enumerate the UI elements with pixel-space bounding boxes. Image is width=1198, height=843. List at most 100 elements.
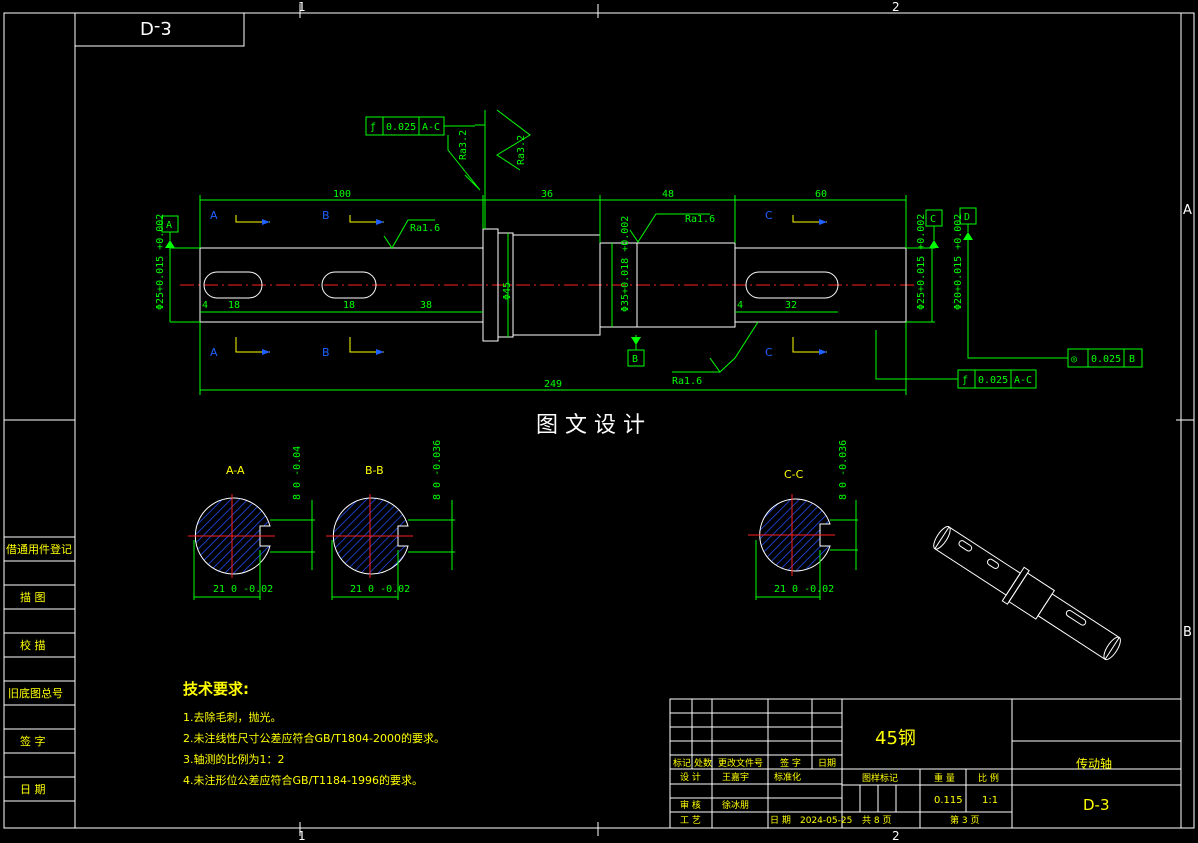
svg-text:B: B [322, 209, 330, 222]
sheet-no: 第 3 页 [950, 814, 979, 826]
zone-top-2: 2 [892, 0, 900, 14]
section-markers: A A B B C C [210, 209, 827, 359]
side-label: 校 描 [20, 638, 46, 652]
keyway-1 [203, 271, 263, 299]
zone-bottom-1: 1 [298, 829, 306, 843]
svg-text:签 字: 签 字 [780, 757, 801, 769]
svg-text:B: B [322, 346, 330, 359]
shaft-segment-left [199, 247, 484, 323]
side-label: 日 期 [20, 783, 46, 796]
svg-text:0.025: 0.025 [978, 375, 1008, 386]
svg-text:徐冰朋: 徐冰朋 [722, 799, 749, 811]
datum-c: C [930, 214, 936, 225]
svg-text:重 量: 重 量 [934, 772, 955, 784]
svg-text:日 期: 日 期 [770, 815, 791, 826]
svg-text:B-B: B-B [365, 464, 384, 477]
svg-text:2024-05-25: 2024-05-25 [800, 816, 852, 826]
tolerance-frame-right: ◎ 0.025 B [967, 330, 1143, 368]
ra16-bottom: Ra1.6 [672, 376, 702, 387]
svg-text:0.025: 0.025 [1091, 354, 1121, 365]
dim-36: 36 [541, 189, 553, 200]
section-b-b: B-B 8 0 -0.036 21 0 -0.02 [326, 440, 455, 600]
dim-100: 100 [333, 189, 351, 200]
svg-text:工 艺: 工 艺 [680, 815, 701, 826]
side-label: 借通用件登记 [6, 542, 72, 556]
side-label: 签 字 [20, 734, 46, 748]
svg-text:8 0 -0.04: 8 0 -0.04 [292, 446, 303, 500]
dimensions: 100 36 48 60 249 18 18 38 32 4 4 Φ25+0.0… [155, 110, 969, 395]
ra16-mid: Ra1.6 [685, 214, 715, 225]
keyway-3 [745, 271, 839, 299]
svg-text:◎: ◎ [1071, 354, 1077, 365]
svg-text:ƒ: ƒ [370, 122, 376, 133]
dim-dia25-left: Φ25+0.015 +0.002 [155, 214, 166, 310]
dim-32: 32 [785, 300, 797, 311]
dim-dia45: Φ45 [502, 282, 513, 300]
svg-text:B: B [1129, 354, 1135, 365]
tech-requirements: 技术要求: 1.去除毛刺，抛光。 2.未注线性尺寸公差应符合GB/T1804-2… [183, 680, 445, 787]
ra32-b: Ra3.2 [516, 135, 527, 165]
svg-text:标准化: 标准化 [774, 771, 801, 783]
zone-bottom-2: 2 [892, 829, 900, 843]
svg-text:8 0 -0.036: 8 0 -0.036 [432, 440, 443, 500]
roughness-symbols: Ra1.6 Ra1.6 Ra1.6 Ra3.2 Ra3.2 [383, 109, 759, 387]
center-title: 图 文 设 计 [536, 413, 645, 438]
dim-dia20: Φ20+0.015 +0.002 [953, 214, 964, 310]
side-label: 旧底图总号 [8, 686, 63, 700]
svg-text:C-C: C-C [784, 468, 804, 481]
svg-text:设 计: 设 计 [680, 771, 701, 783]
svg-text:A-C: A-C [1014, 375, 1032, 386]
weight-value: 0.115 [934, 795, 963, 806]
datum-b: B [632, 354, 638, 365]
ra32-a: Ra3.2 [458, 130, 469, 160]
tech-item: 3.轴测的比例为1：2 [183, 752, 285, 766]
mirrored-drawing-code: D-3 [140, 17, 172, 38]
svg-text:日期: 日期 [818, 758, 836, 769]
svg-text:21 0 -0.02: 21 0 -0.02 [350, 584, 410, 595]
datum-d: D [964, 212, 970, 223]
tolerance-frame-bottom: ƒ 0.025 A-C [875, 330, 1037, 389]
svg-text:A-A: A-A [226, 464, 245, 477]
dim-60: 60 [815, 189, 827, 200]
svg-text:C: C [765, 346, 773, 359]
shaft-main-view [180, 228, 915, 342]
dim-4a: 4 [202, 300, 208, 311]
sheets-total: 共 8 页 [862, 815, 891, 826]
svg-text:A-C: A-C [422, 122, 440, 133]
svg-text:王嘉宇: 王嘉宇 [722, 771, 749, 783]
isometric-shaft [933, 526, 1121, 661]
shaft-segment-right [734, 247, 907, 323]
dim-18b: 18 [343, 300, 355, 311]
section-a-a: A-A 8 0 -0.04 21 0 -0.02 [188, 446, 315, 600]
zone-right-b: B [1183, 625, 1192, 640]
title-block: 45钢 传动轴 D-3 标记 处数 更改文件号 签 字 日期 设 计 王嘉宇 标… [669, 698, 1182, 829]
svg-text:A: A [210, 209, 218, 222]
svg-text:C: C [765, 209, 773, 222]
dim-dia35: Φ35+0.018 +0.002 [620, 216, 631, 312]
dim-dia25-right: Φ25+0.015 +0.002 [916, 214, 927, 310]
svg-text:21 0 -0.02: 21 0 -0.02 [213, 584, 273, 595]
zone-right-a: A [1183, 203, 1192, 218]
side-label: 描 图 [20, 590, 46, 604]
svg-text:处数: 处数 [694, 757, 712, 769]
section-c-c: C-C 8 0 -0.036 21 0 -0.02 [748, 440, 858, 600]
datum-a: A [166, 220, 172, 231]
datum-markers: A B C D [161, 207, 977, 367]
svg-text:21 0 -0.02: 21 0 -0.02 [774, 584, 834, 595]
tech-item: 1.去除毛刺，抛光。 [183, 710, 282, 724]
tolerance-frame-top: ƒ 0.025 A-C [365, 116, 475, 136]
svg-text:图样标记: 图样标记 [862, 772, 898, 784]
svg-text:0.025: 0.025 [386, 122, 416, 133]
svg-text:8 0 -0.036: 8 0 -0.036 [838, 440, 849, 500]
keyway-2 [321, 271, 377, 299]
svg-text:ƒ: ƒ [962, 375, 968, 386]
dim-4b: 4 [737, 300, 743, 311]
tech-item: 2.未注线性尺寸公差应符合GB/T1804-2000的要求。 [183, 731, 445, 745]
ra16-left: Ra1.6 [410, 223, 440, 234]
svg-text:A: A [210, 346, 218, 359]
svg-text:标记: 标记 [673, 757, 691, 769]
zone-top-1: 1 [298, 0, 306, 14]
svg-text:更改文件号: 更改文件号 [718, 757, 763, 769]
drawing-no: D-3 [1083, 796, 1110, 814]
